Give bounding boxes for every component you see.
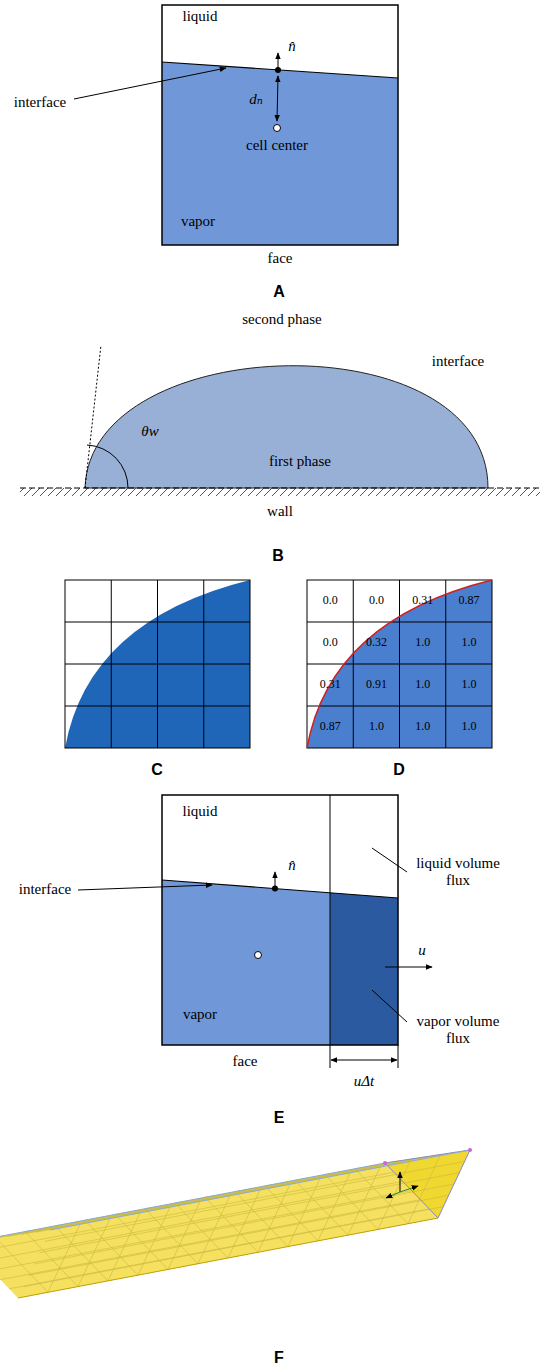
cell-center-label: cell center — [246, 137, 308, 154]
interface-label: interface — [14, 94, 66, 111]
phase-label: first phase — [269, 453, 331, 470]
table-cell: 1.0 — [415, 678, 430, 692]
panel-f — [0, 1148, 472, 1298]
velocity-symbol: u — [418, 942, 426, 959]
table-cell: 1.0 — [461, 720, 476, 734]
table-cell: 0.0 — [323, 636, 338, 650]
panel-c — [65, 580, 250, 748]
panel-a — [74, 5, 398, 245]
table-cell: 0.87 — [320, 720, 341, 734]
face-label: face — [268, 250, 293, 267]
table-cell: 0.0 — [323, 594, 338, 608]
panel-letter: A — [273, 283, 285, 301]
table-cell: 0.0 — [369, 594, 384, 608]
table-cell: 1.0 — [369, 720, 384, 734]
table-cell: 0.31 — [412, 594, 433, 608]
interface-label: interface — [19, 881, 71, 898]
panel-b — [20, 345, 540, 496]
flux-label: vapor volume flux — [412, 1013, 504, 1048]
interface-label: interface — [432, 353, 484, 370]
phase-label: vapor — [181, 213, 215, 230]
panel-letter: D — [393, 761, 405, 779]
normal-symbol: n̂ — [288, 38, 296, 55]
panel-letter: C — [151, 761, 163, 779]
flux-label: liquid volume flux — [412, 855, 504, 890]
panel-e — [78, 795, 432, 1068]
phase-label: vapor — [183, 1006, 217, 1023]
panel-d — [307, 580, 492, 748]
panel-letter: F — [274, 1349, 284, 1367]
distance-symbol: dₙ — [249, 91, 263, 108]
table-cell: 0.91 — [366, 678, 387, 692]
table-cell: 0.32 — [366, 636, 387, 650]
panel-letter: B — [272, 547, 284, 565]
table-cell: 0.87 — [458, 594, 479, 608]
table-cell: 1.0 — [415, 636, 430, 650]
phase-label: liquid — [182, 8, 217, 25]
panel-letter: E — [274, 1109, 285, 1127]
face-label: face — [233, 1053, 258, 1070]
phase-label: second phase — [242, 311, 322, 328]
normal-symbol: n̂ — [288, 857, 296, 874]
phase-label: liquid — [182, 803, 217, 820]
angle-symbol: θw — [141, 423, 158, 440]
table-cell: 1.0 — [415, 720, 430, 734]
table-cell: 0.31 — [320, 678, 341, 692]
table-cell: 1.0 — [461, 636, 476, 650]
distance-symbol: uΔt — [354, 1073, 374, 1090]
table-cell: 1.0 — [461, 678, 476, 692]
wall-label: wall — [267, 503, 293, 520]
